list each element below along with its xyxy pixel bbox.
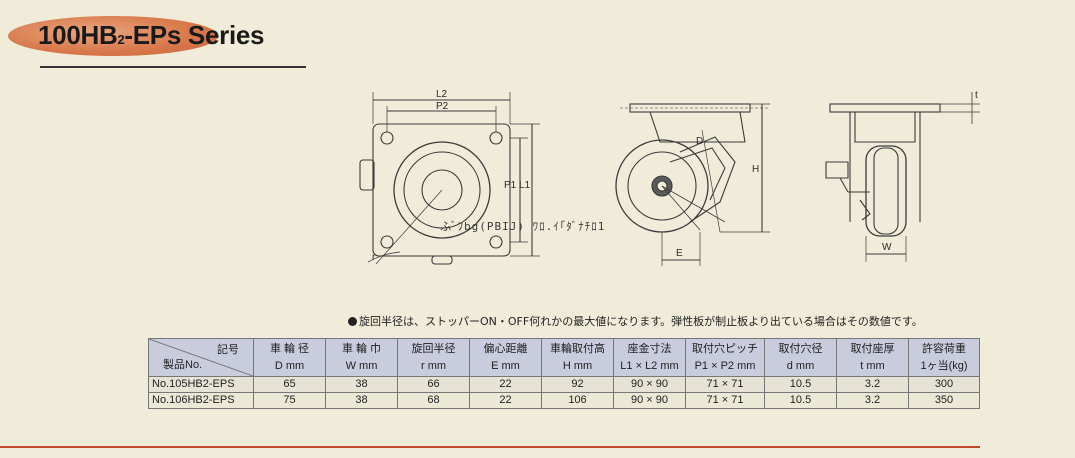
table-corner-cell: 記号 製品No. xyxy=(148,338,254,377)
corner-symbol-label: 記号 xyxy=(217,344,239,356)
table-cell: 75 xyxy=(253,392,326,409)
label-l2: L2 xyxy=(436,89,448,100)
label-h: H xyxy=(752,164,759,175)
table-cell: 300 xyxy=(908,376,980,393)
table-cell: 71 × 71 xyxy=(685,392,765,409)
bullet-icon xyxy=(348,317,357,326)
table-cell: 3.2 xyxy=(836,392,909,409)
table-row: No.105HB2-EPS 65 38 66 22 92 90 × 90 71 … xyxy=(148,376,980,393)
corner-product-label: 製品No. xyxy=(163,359,203,371)
label-r: r xyxy=(372,252,376,263)
table-cell: 10.5 xyxy=(764,392,837,409)
table-cell: 38 xyxy=(325,376,398,393)
table-cell: 3.2 xyxy=(836,376,909,393)
diagonal-line xyxy=(149,339,253,376)
title-oval-badge xyxy=(8,16,218,56)
table-cell: 68 xyxy=(397,392,470,409)
label-p1-l1: P1 L1 xyxy=(504,180,531,191)
table-row: No.106HB2-EPS 75 38 68 22 106 90 × 90 71… xyxy=(148,392,980,409)
top-view-drawing xyxy=(359,92,540,265)
bottom-rule xyxy=(0,446,980,448)
drawing-overlay-text: ふﾞﾌbg(PBIJ) ﾜﾛ.ｲ｢ﾀﾞﾅﾁﾛ1 xyxy=(440,220,606,233)
table-cell: 38 xyxy=(325,392,398,409)
table-cell: 92 xyxy=(541,376,614,393)
table-cell: 22 xyxy=(469,376,542,393)
series-title-text: 100HB2-EPs Series xyxy=(38,20,265,50)
label-d: D xyxy=(696,136,703,147)
table-cell: 22 xyxy=(469,392,542,409)
label-e: E xyxy=(676,248,683,259)
table-cell: 106 xyxy=(541,392,614,409)
label-p2: P2 xyxy=(436,101,449,112)
model-cell: No.106HB2-EPS xyxy=(148,392,254,409)
table-cell: 90 × 90 xyxy=(613,376,686,393)
turning-radius-note: 旋回半径は、ストッパーON・OFF何れかの最大値になります。弾性板が制止板より出… xyxy=(348,313,923,329)
table-cell: 71 × 71 xyxy=(685,376,765,393)
series-title: 100HB2-EPs Series xyxy=(8,14,308,68)
side-view-drawing xyxy=(615,103,770,266)
label-w: W xyxy=(882,242,892,253)
table-cell: 10.5 xyxy=(764,376,837,393)
caster-technical-drawings: L2 P2 P1 L1 r D H E W t xyxy=(359,89,980,266)
title-underline xyxy=(40,66,306,68)
table-cell: 66 xyxy=(397,376,470,393)
table-cell: 65 xyxy=(253,376,326,393)
table-cell: 90 × 90 xyxy=(613,392,686,409)
model-cell: No.105HB2-EPS xyxy=(148,376,254,393)
front-view-drawing xyxy=(825,92,980,262)
table-cell: 350 xyxy=(908,392,980,409)
label-t: t xyxy=(975,90,978,101)
